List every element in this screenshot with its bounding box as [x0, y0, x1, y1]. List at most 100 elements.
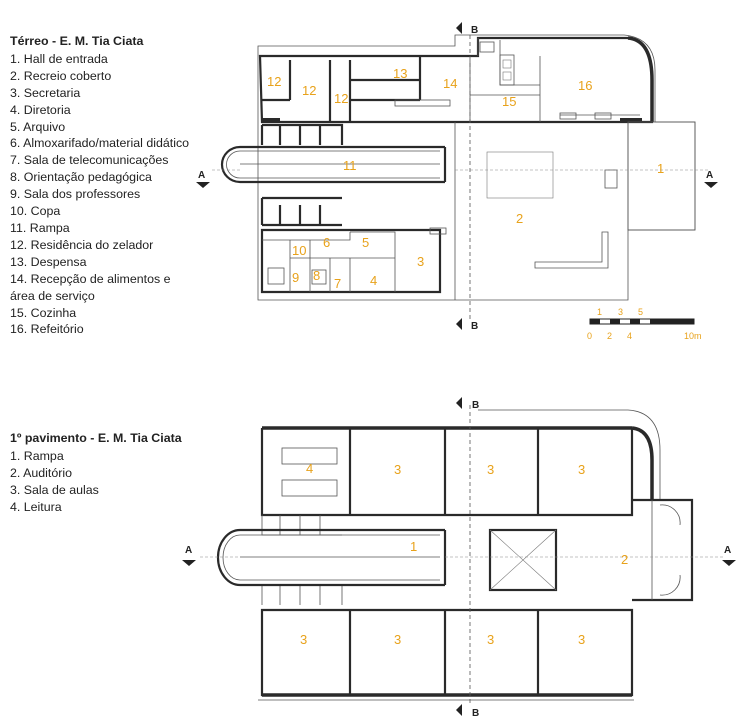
legend-item: 4. Diretoria: [10, 102, 71, 117]
legend-item: 5. Arquivo: [10, 119, 66, 134]
scale-label: 4: [627, 331, 632, 341]
section-arrow: [182, 560, 196, 566]
room-number: 14: [443, 76, 457, 91]
legend-item: área de serviço: [10, 288, 95, 303]
room-number: 12: [334, 91, 348, 106]
legend-item: 7. Sala de telecomunicações: [10, 153, 169, 168]
ground-floor-plan: B B A A 1 2 3 4 5 6 7 8 9 10 11 12 12 12…: [196, 22, 718, 341]
slab-outline: [257, 34, 696, 301]
scale-bar: 1 3 5 0 2 4 10m: [587, 307, 702, 341]
scale-label: 10m: [684, 331, 702, 341]
section-arrow: [196, 182, 210, 188]
kitchen-stove: [502, 71, 512, 81]
section-mark: B: [471, 25, 478, 36]
ramp-curve-inner: [222, 534, 241, 581]
legend-item: 10. Copa: [10, 204, 61, 219]
section-mark: A: [198, 170, 205, 181]
legend-title: 1º pavimento - E. M. Tia Ciata: [10, 431, 182, 445]
scale-label: 3: [618, 307, 623, 317]
legend-item: 3. Secretaria: [10, 85, 81, 100]
ramp-walls: [240, 528, 447, 587]
room-number: 3: [417, 254, 424, 269]
recreation-edge: [454, 122, 629, 300]
section-mark: B: [471, 321, 478, 332]
section-mark: A: [706, 170, 713, 181]
void: [488, 528, 558, 592]
kitchen-walls: [469, 38, 640, 122]
room-number: 12: [302, 83, 316, 98]
auditorium-walls: [632, 498, 694, 602]
section-arrow: [456, 22, 462, 34]
counter: [394, 99, 451, 107]
room-number: 5: [362, 235, 369, 250]
room-number: 15: [502, 94, 516, 109]
room-number: 1: [657, 161, 664, 176]
room-number: 3: [578, 632, 585, 647]
legend-item: 13. Despensa: [10, 254, 87, 269]
room-number: 3: [487, 462, 494, 477]
legend-item: 6. Almoxarifado/material didático: [10, 136, 190, 151]
section-mark: B: [472, 708, 479, 719]
column: [429, 227, 447, 235]
kitchen-stove: [502, 59, 512, 69]
ramp-lines: [240, 534, 440, 581]
section-arrow: [456, 318, 462, 330]
restroom-walls: [261, 515, 342, 536]
legend-item: 2. Recreio coberto: [10, 68, 112, 83]
wall-block: [620, 118, 642, 123]
legend-item: 8. Orientação pedagógica: [10, 170, 152, 185]
table: [311, 269, 327, 285]
legend-title: Térreo - E. M. Tia Ciata: [10, 34, 144, 48]
section-arrow: [456, 704, 462, 716]
ramp-lines: [240, 150, 440, 179]
legend-item: 15. Cozinha: [10, 305, 77, 320]
room-number: 2: [516, 211, 523, 226]
residence-walls: [262, 56, 422, 122]
ramp-curve: [216, 528, 241, 587]
room-number: 1: [410, 539, 417, 554]
section-mark: A: [724, 545, 731, 556]
section-arrow: [704, 182, 718, 188]
legend-terreo: Térreo - E. M. Tia Ciata 1. Hall de entr…: [10, 33, 189, 338]
first-floor-plan: B B A A 1 2 3 3 3 3 3 3 3 4: [182, 397, 736, 719]
legend-item: 1. Rampa: [10, 448, 64, 463]
office-block-walls: [260, 228, 442, 294]
wall-block: [262, 118, 280, 123]
room-number: 4: [306, 461, 313, 476]
section-arrow: [722, 560, 736, 566]
room-number: 11: [343, 158, 357, 173]
legend-list: 1. Rampa 2. Auditório 3. Sala de aulas 4…: [10, 448, 182, 516]
legend-item: 14. Recepção de alimentos e: [10, 271, 171, 286]
legend-item: 2. Auditório: [10, 465, 72, 480]
ramp-curve-inner: [226, 150, 241, 179]
legend-item: 3. Sala de aulas: [10, 482, 99, 497]
room-number: 4: [370, 273, 377, 288]
courtyard: [486, 151, 554, 199]
reading-table: [281, 447, 338, 465]
room-number: 3: [394, 632, 401, 647]
auditorium-inner: [651, 500, 681, 600]
room-number: 3: [578, 462, 585, 477]
room-number: 6: [323, 235, 330, 250]
table: [267, 267, 285, 285]
section-mark: A: [185, 545, 192, 556]
room-number: 8: [313, 268, 320, 283]
scale-label: 5: [638, 307, 643, 317]
entrance-hall: [627, 121, 696, 231]
room-number: 12: [267, 74, 281, 89]
restroom-walls: [260, 196, 342, 227]
top-curve: [478, 409, 661, 500]
bottom-band-rooms: [260, 608, 634, 697]
section-arrow: [456, 397, 462, 409]
room-number: 3: [487, 632, 494, 647]
room-number: 16: [578, 78, 592, 93]
legend-item: 11. Rampa: [10, 220, 70, 235]
kitchen-fixture: [499, 54, 515, 86]
room-number: 3: [300, 632, 307, 647]
room-number: 10: [292, 243, 306, 258]
refectory-curve-wall: [627, 36, 654, 122]
legend-item: 12. Residência do zelador: [10, 237, 154, 252]
ramp-walls: [240, 145, 447, 184]
office-partitions: [262, 231, 396, 292]
